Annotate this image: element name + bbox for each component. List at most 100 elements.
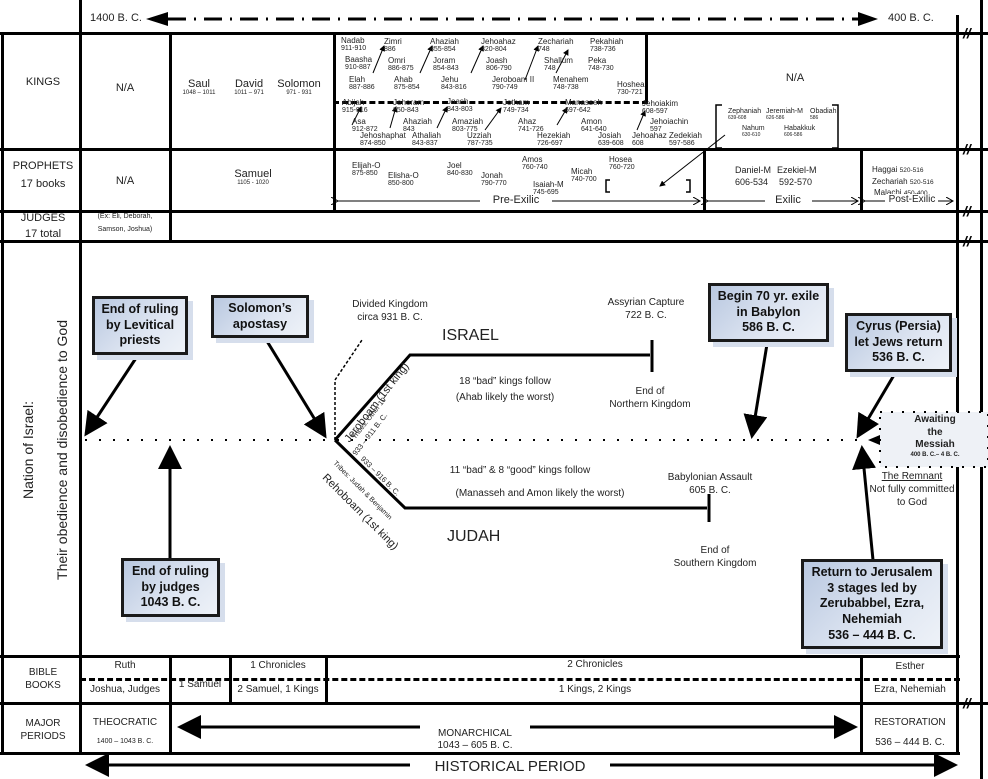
prophet-daniel: Daniel-M 606-534 xyxy=(735,165,771,188)
prophet-name: Ezekiel-M xyxy=(777,165,817,175)
awaiting-line: Messiah xyxy=(915,439,955,450)
period-theocratic-years: 1400 – 1043 B. C. xyxy=(96,738,154,745)
prophet: Zechariah 520-516 xyxy=(872,176,934,186)
kings-na-right: N/A xyxy=(785,72,805,84)
divided-kingdom-date: circa 931 B. C. xyxy=(357,312,423,323)
israel-kings-worst: (Ahab likely the worst) xyxy=(455,392,555,403)
book-1-2-kings: 1 Kings, 2 Kings xyxy=(558,684,632,695)
book-esther: Esther xyxy=(895,661,925,672)
judah-label: JUDAH xyxy=(447,528,501,545)
prophet: Haggai 520-516 xyxy=(872,165,924,174)
king-name: David xyxy=(234,78,264,90)
post-exilic-label: Post-Exilic xyxy=(886,194,938,206)
exilic-label: Exilic xyxy=(766,194,810,208)
assyrian-capture: Assyrian Capture xyxy=(607,297,685,308)
book-1-samuel: 1 Samuel xyxy=(178,679,222,690)
row-label-prophets: PROPHETS xyxy=(12,160,74,172)
break-mark: // xyxy=(963,25,971,41)
prophet-name: Daniel-M xyxy=(735,165,772,175)
prophet: Malachi 450-400 xyxy=(874,188,928,198)
timeline-end: 400 B. C. xyxy=(888,12,934,24)
period-theocratic: THEOCRATIC xyxy=(92,717,158,728)
break-mark: // xyxy=(963,141,971,157)
israel-label: ISRAEL xyxy=(442,327,499,344)
timeline-start: 1400 B. C. xyxy=(90,12,142,24)
prophet-samuel: Samuel 1105 - 1020 xyxy=(172,168,334,186)
judah-kings-worst: (Manasseh and Amon likely the worst) xyxy=(455,488,625,499)
king-years: 971 - 931 xyxy=(286,90,312,96)
nation-title-line1: Nation of Israel: xyxy=(20,400,36,500)
king-name: Saul xyxy=(187,78,211,90)
remnant-title: The Remnant xyxy=(881,471,943,482)
king-years: 1011 – 971 xyxy=(234,90,264,96)
row-label-books: BOOKS xyxy=(25,680,61,691)
break-mark: // xyxy=(963,695,971,711)
remnant-line: Not fully committed xyxy=(869,484,955,495)
row-label-judges-count: 17 total xyxy=(24,228,62,240)
book-1-chronicles: 1 Chronicles xyxy=(250,660,306,671)
row-label-prophets-count: 17 books xyxy=(20,178,66,190)
remnant-line: to God xyxy=(896,497,928,508)
assyrian-capture-date: 722 B. C. xyxy=(625,310,667,321)
king-name: Solomon xyxy=(277,78,321,90)
book-ruth: Ruth xyxy=(114,660,136,671)
end-southern: End of xyxy=(700,545,730,556)
king-david: David 1011 – 971 xyxy=(224,78,274,96)
divided-kingdom: Divided Kingdom xyxy=(352,299,428,310)
book-2-samuel-1-kings: 2 Samuel, 1 Kings xyxy=(237,684,319,695)
end-northern-kingdom: Northern Kingdom xyxy=(609,399,691,410)
row-label-bible: BIBLE xyxy=(28,667,58,678)
pre-exilic-label: Pre-Exilic xyxy=(483,194,549,208)
period-restoration-years: 536 – 444 B. C. xyxy=(875,737,945,748)
row-label-periods: PERIODS xyxy=(20,731,66,742)
period-restoration: RESTORATION xyxy=(874,717,946,728)
awaiting-messiah: Awaiting the Messiah 400 B. C.– 4 B. C. xyxy=(885,414,985,459)
prophet-name: Samuel xyxy=(234,168,272,180)
prophet-ezekiel: Ezekiel-M 592-570 xyxy=(777,165,817,188)
book-ezra-nehemiah: Ezra, Nehemiah xyxy=(874,684,946,695)
judah-kings-note: 11 “bad” & 8 “good” kings follow xyxy=(449,465,591,476)
king-years: 1048 – 1011 xyxy=(182,90,216,96)
historical-period-label: HISTORICAL PERIOD xyxy=(434,758,586,775)
king-saul: Saul 1048 – 1011 xyxy=(174,78,224,96)
end-northern: End of xyxy=(635,386,665,397)
book-joshua-judges: Joshua, Judges xyxy=(89,684,161,695)
judges-examples: (Ex: Eli, Deborah, xyxy=(97,213,153,220)
end-southern-kingdom: Southern Kingdom xyxy=(673,558,757,569)
kings-na-left: N/A xyxy=(115,82,135,94)
awaiting-line: the xyxy=(927,426,943,438)
prophet-years: 592-570 xyxy=(779,176,813,187)
